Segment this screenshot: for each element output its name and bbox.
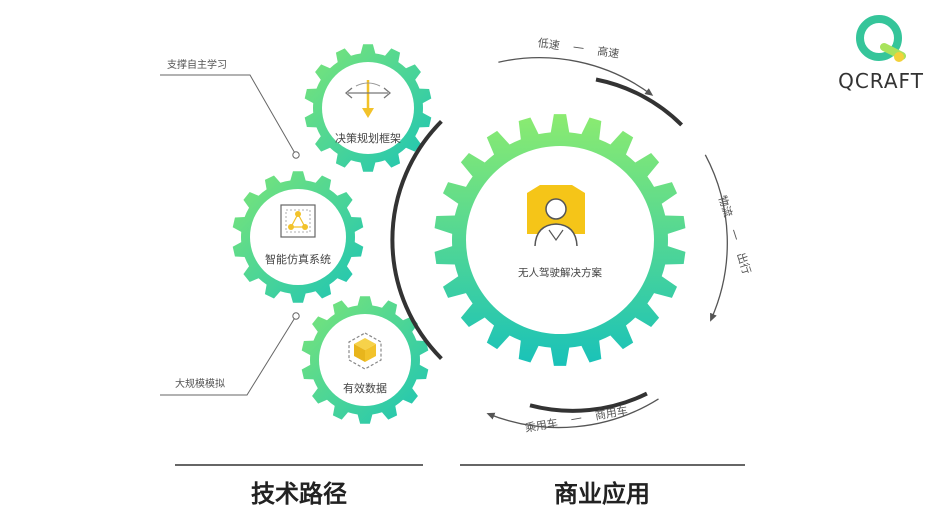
arc-vehicle-text: 乘用车 一 商用车 [524,403,629,435]
callout-label-2: 大规模模拟 [175,377,225,390]
data-cube-icon [348,332,382,370]
business-title: 商业应用 [554,480,650,508]
gear-effective-data: 有效数据 [301,296,429,424]
logo-text: QCRAFT [838,69,924,93]
gear-autonomous-solution: 无人驾驶解决方案 [434,114,686,366]
gear-simulation-system: 智能仿真系统 [232,171,364,303]
callout-autonomous-learning: 支撑自主学习 [160,58,300,159]
arc-speed-to: 高速 [596,44,620,61]
outer-ring-top-arc [595,77,684,127]
arc-logistics-to: 出行 [734,251,754,276]
gear-label-decision: 决策规划框架 [335,131,401,145]
driver-person-icon [527,185,585,247]
arc-vehicle: 乘用车 一 商用车 [486,398,659,435]
logo-dot [894,52,904,62]
tech-path-title: 技术路径 [251,480,347,508]
gear-label-data: 有效数据 [343,381,387,395]
gear-decision-planning: 决策规划框架 [304,44,432,172]
arc-speed-text: 低速 一 高速 [537,35,620,60]
arc-speed-from: 低速 [537,36,561,52]
outer-ring-left-arc [390,119,443,361]
arc-logistics-arrow [704,154,728,322]
decision-arrows-icon [344,80,392,118]
callout-line-1 [160,74,297,156]
callout-line-2 [160,315,297,396]
callout-dot-2 [292,312,300,320]
center-label: 无人驾驶解决方案 [518,266,602,279]
outer-ring [390,77,684,413]
simulation-network-icon [280,204,316,238]
arc-logistics-text: 物流 一 出行 [715,194,754,276]
arc-vehicle-sep: 一 [570,412,583,427]
callout-label-1: 支撑自主学习 [167,58,227,71]
arc-speed-sep: 一 [572,41,585,55]
arc-logistics-from: 物流 [715,194,735,219]
arc-logistics-sep: 一 [726,228,742,242]
qcraft-logo: QCRAFT [838,15,924,93]
arc-logistics: 物流 一 出行 [704,154,754,322]
arc-speed-arrow [498,57,654,96]
gear-label-simulation: 智能仿真系统 [265,252,331,266]
arc-vehicle-to: 商用车 [594,403,629,423]
logo-ring [856,15,902,61]
callout-large-simulation: 大规模模拟 [160,312,300,396]
arc-vehicle-from: 乘用车 [524,415,559,435]
outer-ring-bottom-arc [529,391,648,413]
arc-vehicle-arrow [486,398,659,429]
arc-speed: 低速 一 高速 [498,35,654,96]
callout-dot-1 [292,151,300,159]
